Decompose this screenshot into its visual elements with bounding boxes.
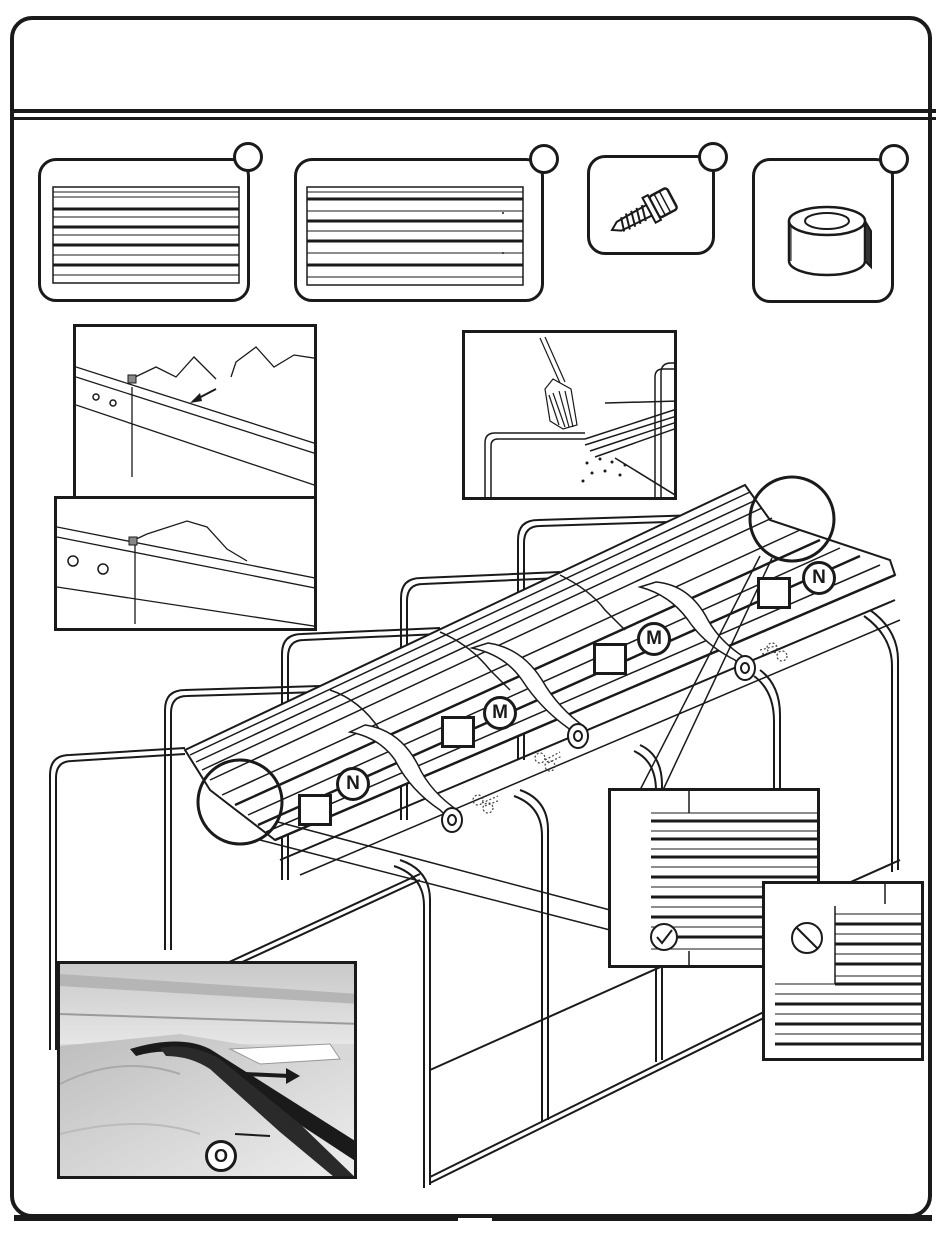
footer-bar-left <box>14 1215 458 1221</box>
step-box-upper-right <box>757 577 791 609</box>
callout-o-photo: O <box>205 1140 237 1172</box>
footer-bar-right <box>492 1215 932 1221</box>
step-box-upper-middle <box>593 643 627 675</box>
check-circle-icon <box>651 924 677 950</box>
callout-n-upper: N <box>802 561 836 595</box>
inset-ridge-closed <box>54 496 317 631</box>
inset-ridge-gap <box>73 324 317 499</box>
inset-sealant-photo: O <box>57 961 357 1179</box>
inset-sweep-debris <box>462 330 677 500</box>
callout-m-upper: M <box>637 622 671 656</box>
callout-n-lower: N <box>336 767 370 801</box>
arrow-icon <box>190 393 202 403</box>
step-box-lower-middle <box>441 716 475 748</box>
callout-m-lower: M <box>483 696 517 730</box>
step-box-lower-left <box>298 794 332 826</box>
broom-icon <box>540 337 577 429</box>
no-circle-icon <box>792 923 822 953</box>
inset-overlap-incorrect <box>762 881 924 1061</box>
